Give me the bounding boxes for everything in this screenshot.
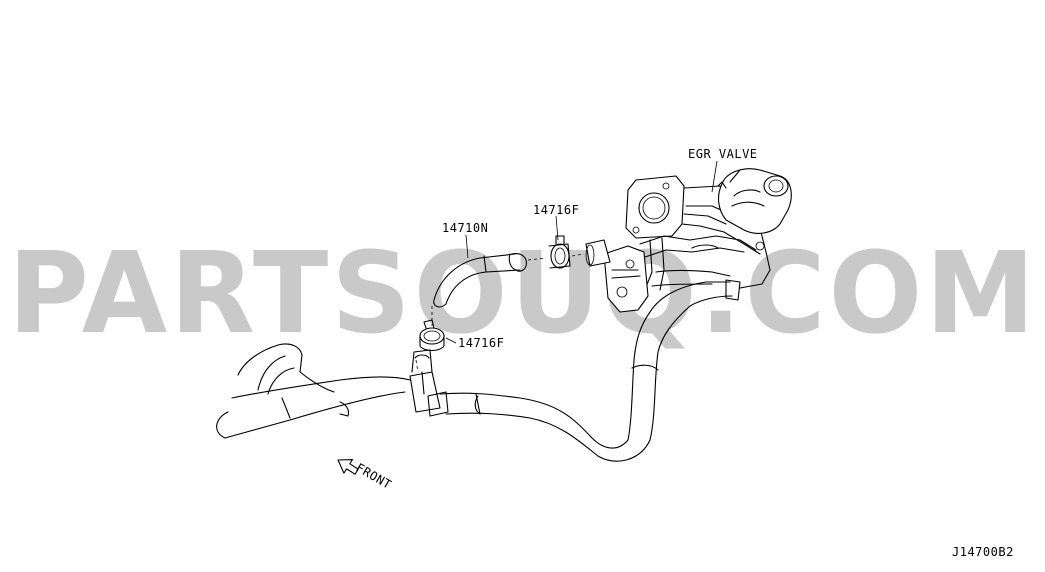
label-clamp-upper: 14716F — [533, 203, 579, 217]
watermark: PARTSOUQ.COM — [8, 229, 1038, 359]
hose-14710n — [433, 253, 527, 308]
diagram-code: J14700B2 — [952, 545, 1014, 559]
label-egr-valve: EGR VALVE — [688, 147, 758, 161]
label-clamp-lower: 14716F — [458, 336, 504, 350]
label-hose-14710n: 14710N — [442, 221, 488, 235]
water-hose-assembly — [216, 279, 741, 462]
clamp-upper — [548, 235, 571, 269]
front-arrow — [337, 459, 359, 475]
egr-valve-body — [585, 168, 792, 313]
clamp-lower — [419, 319, 445, 352]
label-front: FRONT — [354, 460, 394, 491]
leader-lines — [415, 160, 718, 373]
